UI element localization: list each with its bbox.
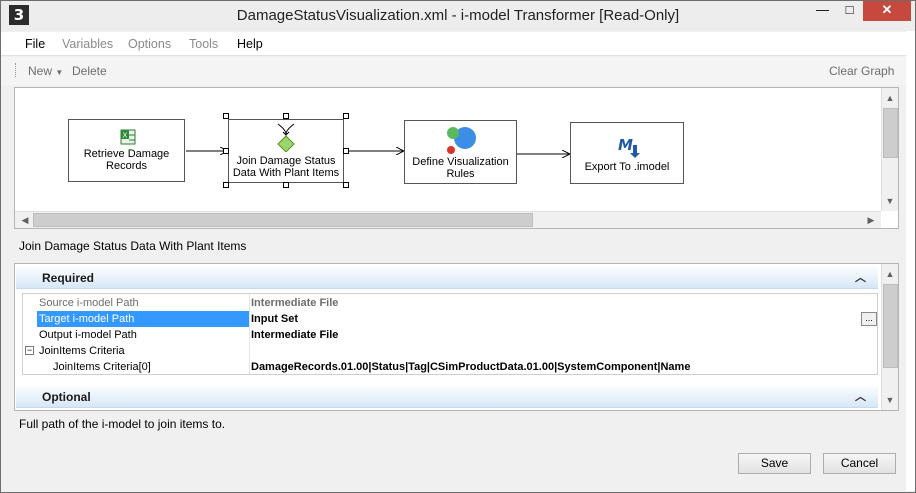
menu-variables[interactable]: Variables	[62, 37, 114, 51]
node-join-damage-status[interactable]: Join Damage Status Data With Plant Items	[228, 119, 344, 183]
close-button[interactable]: ✕	[863, 1, 911, 21]
svg-text:X: X	[123, 132, 128, 140]
node-export-to-imodel[interactable]: M Export To .imodel	[570, 122, 684, 184]
column-separator	[249, 294, 250, 374]
property-value[interactable]: Input Set	[251, 313, 299, 325]
app-logo-icon: 3	[9, 5, 29, 25]
resize-handle[interactable]	[283, 113, 289, 119]
resize-handle[interactable]	[283, 182, 289, 188]
property-row[interactable]: Source i-model Path Intermediate File	[23, 295, 877, 311]
resize-handle[interactable]	[343, 182, 349, 188]
properties-panel: Required ︿ Source i-model Path Intermedi…	[14, 263, 899, 411]
menu-options[interactable]: Options	[128, 37, 172, 51]
save-button[interactable]: Save	[738, 453, 811, 474]
graph-vertical-scrollbar[interactable]: ▲ ▼	[881, 88, 898, 211]
scroll-down-icon[interactable]: ▼	[885, 196, 895, 206]
property-name: Source i-model Path	[39, 297, 139, 309]
resize-handle[interactable]	[223, 113, 229, 119]
graph-horizontal-scrollbar[interactable]: ◀ ▶	[15, 211, 881, 228]
scroll-left-icon[interactable]: ◀	[21, 215, 29, 225]
scroll-right-icon[interactable]: ▶	[867, 215, 875, 225]
property-row[interactable]: JoinItems Criteria[0] DamageRecords.01.0…	[23, 359, 877, 375]
collapse-chevron-icon[interactable]: ︿	[855, 272, 866, 284]
node-retrieve-damage-records[interactable]: X Retrieve Damage Records	[68, 119, 185, 182]
cancel-button[interactable]: Cancel	[823, 453, 896, 474]
maximize-button[interactable]: □	[836, 1, 863, 21]
property-name: JoinItems Criteria	[39, 345, 125, 357]
property-name: Target i-model Path	[39, 313, 135, 325]
scroll-thumb[interactable]	[883, 284, 898, 368]
property-grid: Source i-model Path Intermediate File Ta…	[22, 293, 878, 375]
properties-scrollbar[interactable]: ▲ ▼	[881, 264, 898, 410]
property-row-selected[interactable]: Target i-model Path Input Set ...	[23, 311, 877, 327]
menu-file[interactable]: File	[25, 37, 46, 51]
menu-tools[interactable]: Tools	[189, 37, 219, 51]
menu-bar: File Variables Options Tools Help	[1, 32, 915, 56]
svg-text:M: M	[618, 136, 633, 154]
chevron-down-icon: ▼	[55, 68, 64, 77]
node-label: Define Visualization	[412, 156, 509, 168]
window-edge	[906, 31, 915, 491]
collapse-chevron-icon[interactable]: ︿	[855, 391, 866, 403]
title-bar: 3 DamageStatusVisualization.xml - i-mode…	[1, 1, 915, 31]
delete-button[interactable]: Delete	[72, 64, 107, 78]
property-value: Intermediate File	[251, 329, 339, 341]
minimize-button[interactable]: —	[809, 1, 836, 21]
scroll-down-icon[interactable]: ▼	[885, 395, 895, 405]
selection-highlight	[37, 311, 249, 327]
toolbar-grip[interactable]	[15, 63, 18, 77]
new-button-label: New	[28, 64, 53, 78]
property-row-group[interactable]: − JoinItems Criteria	[23, 343, 877, 359]
property-value: DamageRecords.01.00|Status|Tag|CSimProdu…	[251, 361, 691, 373]
export-imodel-icon: M	[618, 136, 640, 158]
new-button[interactable]: New ▼	[28, 64, 63, 78]
menu-help[interactable]: Help	[237, 37, 263, 51]
property-value: Intermediate File	[251, 297, 339, 309]
resize-handle[interactable]	[343, 113, 349, 119]
browse-button[interactable]: ...	[861, 312, 877, 326]
visualization-circles-icon	[447, 127, 476, 154]
window-title: DamageStatusVisualization.xml - i-model …	[236, 7, 680, 24]
resize-handle[interactable]	[343, 148, 349, 154]
node-label: Join Damage Status	[236, 155, 336, 167]
optional-section-header[interactable]: Optional ︿	[16, 384, 878, 408]
node-label: Rules	[446, 168, 475, 180]
section-title: Required	[42, 271, 95, 285]
workflow-graph[interactable]: X Retrieve Damage Records Join Damage St…	[14, 87, 899, 229]
collapse-toggle-icon[interactable]: −	[25, 345, 34, 355]
join-diamond-icon	[277, 123, 295, 152]
node-label: Data With Plant Items	[232, 167, 340, 179]
spreadsheet-icon: X	[120, 129, 136, 145]
clear-graph-button[interactable]: Clear Graph	[829, 64, 895, 78]
resize-handle[interactable]	[223, 182, 229, 188]
scroll-thumb[interactable]	[883, 108, 898, 158]
toolbar: New ▼ Delete Clear Graph	[1, 57, 915, 85]
node-label: Records	[106, 160, 147, 172]
section-title: Optional	[42, 390, 91, 404]
property-name: Output i-model Path	[39, 329, 137, 341]
scroll-thumb[interactable]	[33, 213, 533, 227]
node-define-visualization-rules[interactable]: Define Visualization Rules	[404, 120, 517, 184]
property-description: Full path of the i-model to join items t…	[19, 417, 226, 431]
scroll-up-icon[interactable]: ▲	[885, 269, 895, 279]
selected-step-title: Join Damage Status Data With Plant Items	[19, 239, 247, 253]
graph-connectors	[186, 88, 898, 212]
required-section-header[interactable]: Required ︿	[16, 265, 878, 289]
node-label: Export To .imodel	[584, 161, 670, 173]
property-name: JoinItems Criteria[0]	[53, 361, 151, 373]
node-label: Retrieve Damage	[83, 148, 170, 160]
scroll-up-icon[interactable]: ▲	[885, 93, 895, 103]
property-row[interactable]: Output i-model Path Intermediate File	[23, 327, 877, 343]
resize-handle[interactable]	[223, 148, 229, 154]
